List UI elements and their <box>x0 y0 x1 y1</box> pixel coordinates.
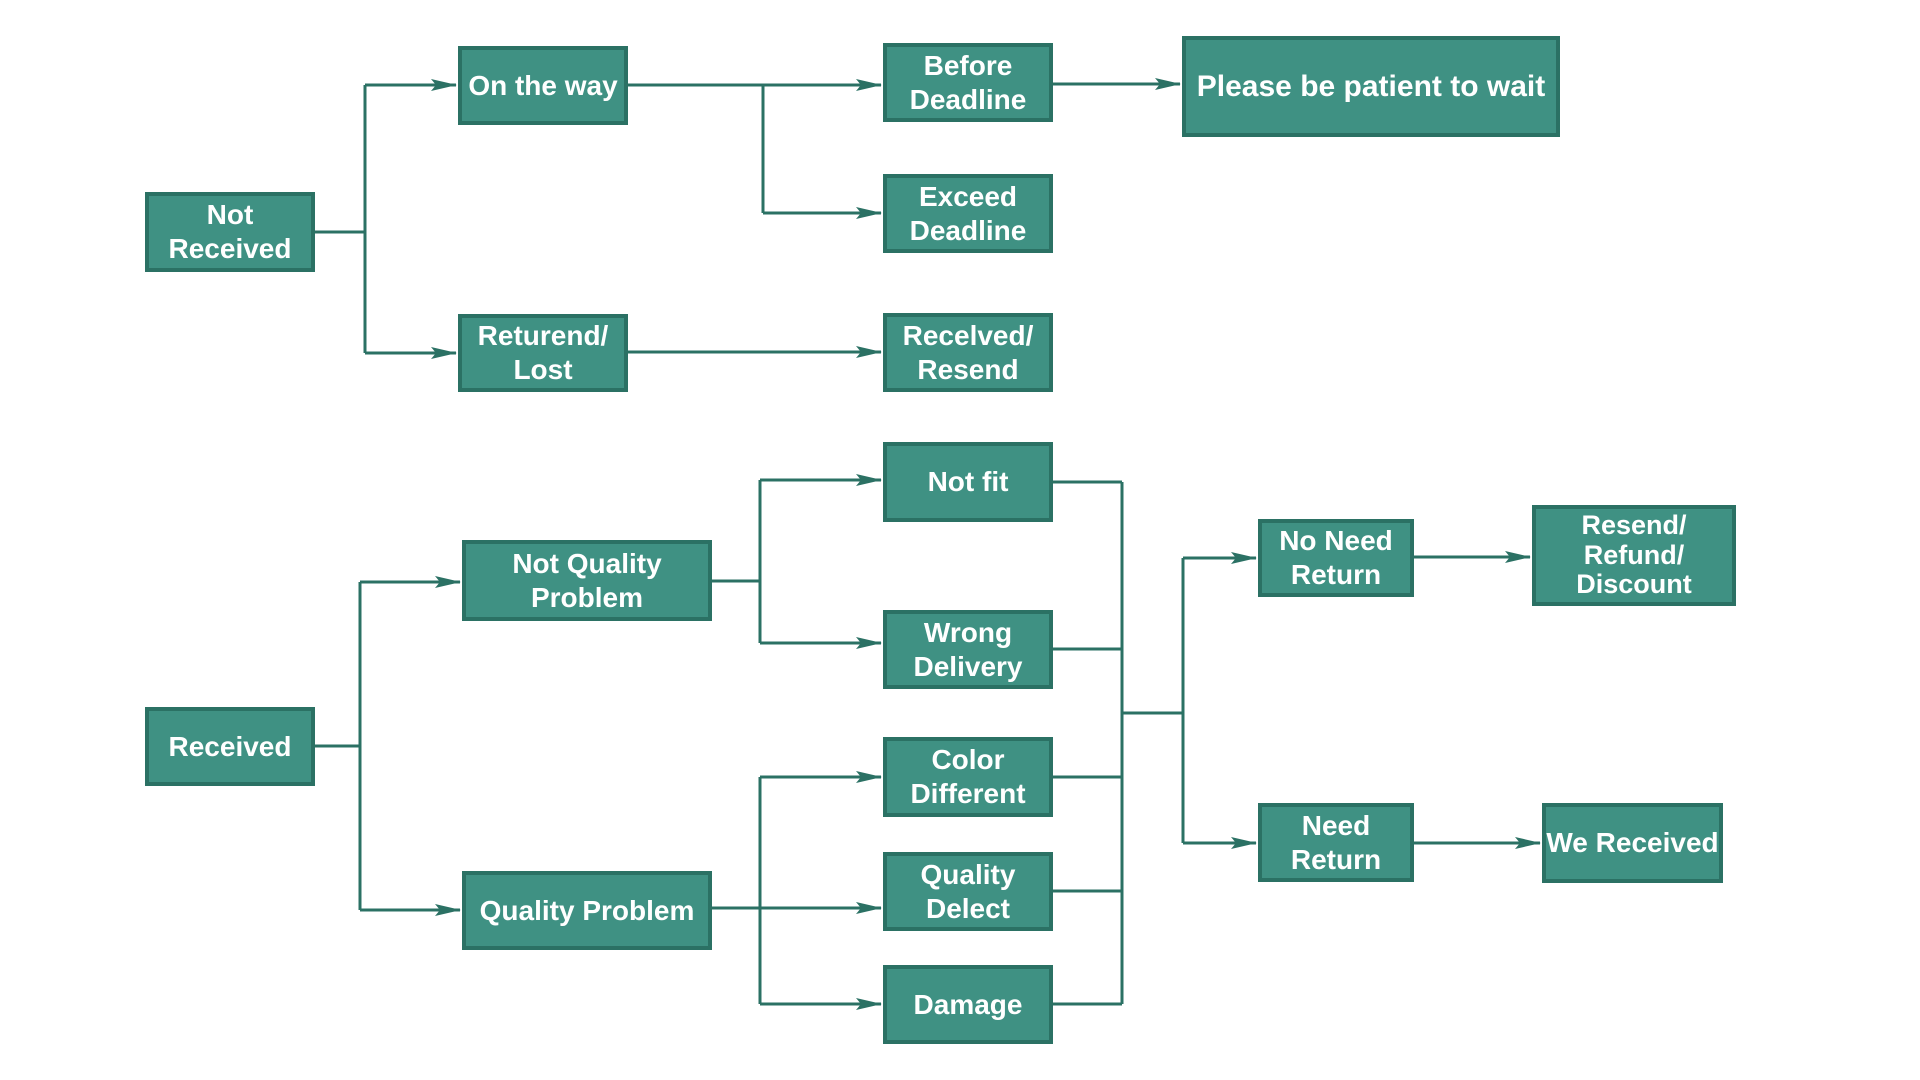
node-color-different: Color Different <box>883 737 1053 817</box>
node-no-need-return: No Need Return <box>1258 519 1414 597</box>
node-quality-defect: Quality Delect <box>883 852 1053 931</box>
node-not-received: Not Received <box>145 192 315 272</box>
node-need-return: Need Return <box>1258 803 1414 882</box>
node-not-quality-problem: Not Quality Problem <box>462 540 712 621</box>
node-wrong-delivery: Wrong Delivery <box>883 610 1053 689</box>
node-resend-refund-discount: Resend/ Refund/ Discount <box>1532 505 1736 606</box>
node-please-be-patient: Please be patient to wait <box>1182 36 1560 137</box>
node-received: Received <box>145 707 315 786</box>
node-on-the-way: On the way <box>458 46 628 125</box>
node-returned-lost: Returend/ Lost <box>458 314 628 392</box>
node-we-received: We Received <box>1542 803 1723 883</box>
node-received-resend: Recelved/ Resend <box>883 313 1053 392</box>
node-quality-problem: Quality Problem <box>462 871 712 950</box>
node-exceed-deadline: Exceed Deadline <box>883 174 1053 253</box>
node-damage: Damage <box>883 965 1053 1044</box>
node-not-fit: Not fit <box>883 442 1053 522</box>
node-before-deadline: Before Deadline <box>883 43 1053 122</box>
